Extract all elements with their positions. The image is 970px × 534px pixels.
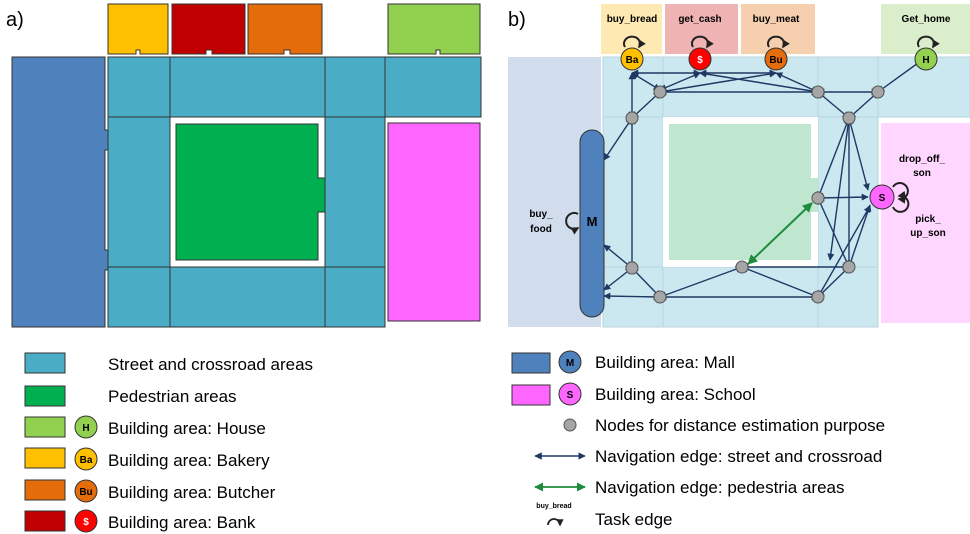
legend-swatch-school xyxy=(511,384,551,406)
task-pick-up-line2: up_son xyxy=(910,228,946,239)
legend-school-icon-text: S xyxy=(567,390,574,401)
legend-swatch-bakery xyxy=(24,447,66,469)
legend-b-item-street-edge: Navigation edge: street and crossroad xyxy=(595,447,882,466)
legend-a-item-butcher: Building area: Butcher xyxy=(108,483,276,502)
school-node: S xyxy=(869,184,895,210)
legend-b-item-mall: Building area: Mall xyxy=(595,353,735,372)
task-get-cash: get_cash xyxy=(678,14,721,25)
legend-swatch-street xyxy=(24,352,66,374)
butcher-node: Bu xyxy=(764,47,788,71)
legend-swatch-house xyxy=(24,416,66,438)
legend-b-item-nodes: Nodes for distance estimation purpose xyxy=(595,416,885,435)
legend-school-icon xyxy=(558,382,582,406)
legend-mall-icon xyxy=(558,350,582,374)
task-buy-meat: buy_meat xyxy=(753,14,800,25)
bank-node-label: $ xyxy=(697,55,703,66)
street-areas-a xyxy=(107,56,482,328)
legend-bakery-icon xyxy=(74,447,98,471)
legend-swatch-bank xyxy=(24,510,66,532)
legend-swatch-pedestrian xyxy=(24,385,66,407)
butcher-node-label: Bu xyxy=(769,55,782,66)
school-node-label: S xyxy=(879,193,886,204)
legend-a-item-bank: Building area: Bank xyxy=(108,513,256,532)
bakery-node-label: Ba xyxy=(626,55,639,66)
task-buy-food-line2: food xyxy=(530,224,552,235)
legend-a-item-street: Street and crossroad areas xyxy=(108,355,313,374)
task-pick-up-line1: pick_ xyxy=(915,214,941,225)
mall-node: M xyxy=(579,129,605,318)
task-buy-bread: buy_bread xyxy=(607,14,658,25)
legend-bank-icon xyxy=(74,509,98,533)
mall-building-a xyxy=(11,56,111,328)
legend-butcher-icon-text: Bu xyxy=(79,487,92,498)
legend-task-loop-icon xyxy=(547,518,564,527)
pedestrian-area-a xyxy=(175,123,326,261)
legend-a-item-bakery: Building area: Bakery xyxy=(108,451,270,470)
house-node-label: H xyxy=(922,55,929,66)
butcher-building-a xyxy=(247,3,323,55)
pedestrian-edge xyxy=(747,202,813,265)
task-loops xyxy=(565,35,940,235)
house-node: H xyxy=(914,47,938,71)
legend-bank-icon-text: $ xyxy=(83,517,89,528)
task-get-home: Get_home xyxy=(902,14,951,25)
house-building-a xyxy=(387,3,481,55)
legend-b-item-school: Building area: School xyxy=(595,385,756,404)
bakery-building-a xyxy=(107,3,169,55)
legend-a-item-house: Building area: House xyxy=(108,419,266,438)
legend-node-icon xyxy=(563,418,577,432)
bank-building-a xyxy=(171,3,246,55)
task-buy-food-line1: buy_ xyxy=(529,209,553,220)
mall-node-label: M xyxy=(587,214,598,229)
legend-task-small-label: buy_bread xyxy=(536,503,571,510)
legend-a: Street and crossroad areas Pedestrian ar… xyxy=(24,352,313,533)
legend-b-item-task-edge: Task edge xyxy=(595,510,673,529)
task-drop-off-line1: drop_off_ xyxy=(899,154,946,165)
legend-swatch-mall xyxy=(511,352,551,374)
panel-b-label: b) xyxy=(508,9,526,31)
legend-house-icon-text: H xyxy=(82,423,89,434)
legend-house-icon xyxy=(74,415,98,439)
panel-a-map xyxy=(11,3,482,328)
task-labels: buy_bread get_cash buy_meat Get_home buy… xyxy=(529,14,951,239)
legend-a-item-pedestrian: Pedestrian areas xyxy=(108,387,237,406)
legend-butcher-icon xyxy=(74,479,98,503)
distance-nodes xyxy=(625,85,885,304)
bank-node: $ xyxy=(688,47,712,71)
school-building-a xyxy=(387,122,481,322)
legend-b-item-ped-edge: Navigation edge: pedestria areas xyxy=(595,478,845,497)
task-drop-off-line2: son xyxy=(913,168,931,179)
legend-swatch-butcher xyxy=(24,479,66,501)
panel-a-label: a) xyxy=(6,9,24,31)
panel-b-background xyxy=(508,4,970,328)
legend-mall-icon-text: M xyxy=(566,358,574,369)
legend-bakery-icon-text: Ba xyxy=(80,455,93,466)
bakery-node: Ba xyxy=(620,47,644,71)
legend-b: M Building area: Mall S Building area: S… xyxy=(511,350,885,529)
